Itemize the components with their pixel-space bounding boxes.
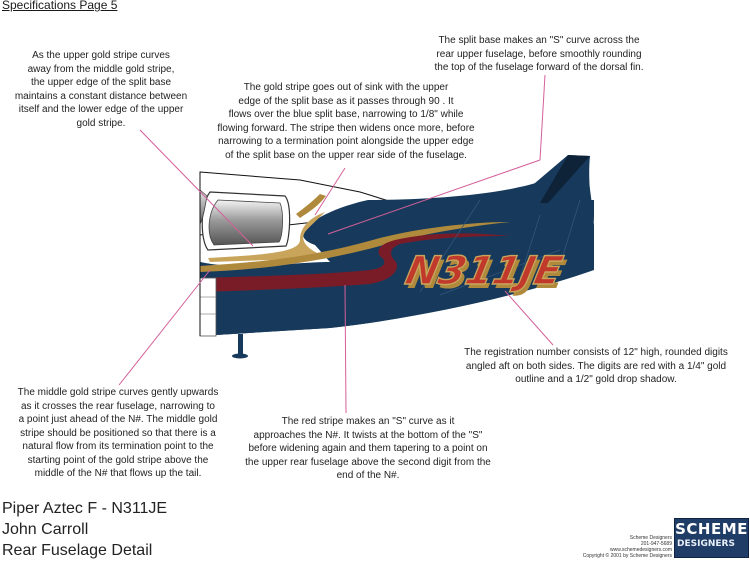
door-panel	[199, 277, 217, 337]
title-aircraft: Piper Aztec F - N311JE	[2, 500, 168, 517]
note-registration: The registration number consists of 12" …	[464, 347, 728, 385]
panel-lines	[419, 199, 581, 296]
note-gold-sink: The gold stripe goes out of sink with th…	[217, 82, 475, 161]
middle-gold-stripe	[200, 222, 510, 272]
leader-lines	[118, 74, 554, 414]
registration-number: N311JE	[402, 248, 567, 293]
note-split-base: The split base makes an "S" curve across…	[434, 35, 644, 73]
blue-lower-fuselage	[200, 250, 594, 336]
registration-shadow: N311JE	[405, 252, 570, 297]
logo-bottom-text: DESIGNERS	[677, 539, 735, 549]
gold-s-stripe	[296, 194, 326, 218]
gold-upper-stripe	[208, 212, 330, 262]
logo-top-text: SCHEME	[675, 520, 748, 538]
title-view: Rear Fuselage Detail	[2, 542, 153, 559]
note-middle-gold: The middle gold stripe curves gently upw…	[17, 387, 219, 479]
fin-leading-edge	[540, 155, 590, 203]
antenna	[238, 334, 243, 356]
title-owner: John Carroll	[2, 521, 89, 538]
scheme-designers-logo: SCHEME DESIGNERS	[674, 518, 749, 558]
rear-window-glass	[208, 199, 283, 246]
red-stripe	[200, 233, 510, 292]
page-header: Specifications Page 5	[2, 0, 118, 12]
